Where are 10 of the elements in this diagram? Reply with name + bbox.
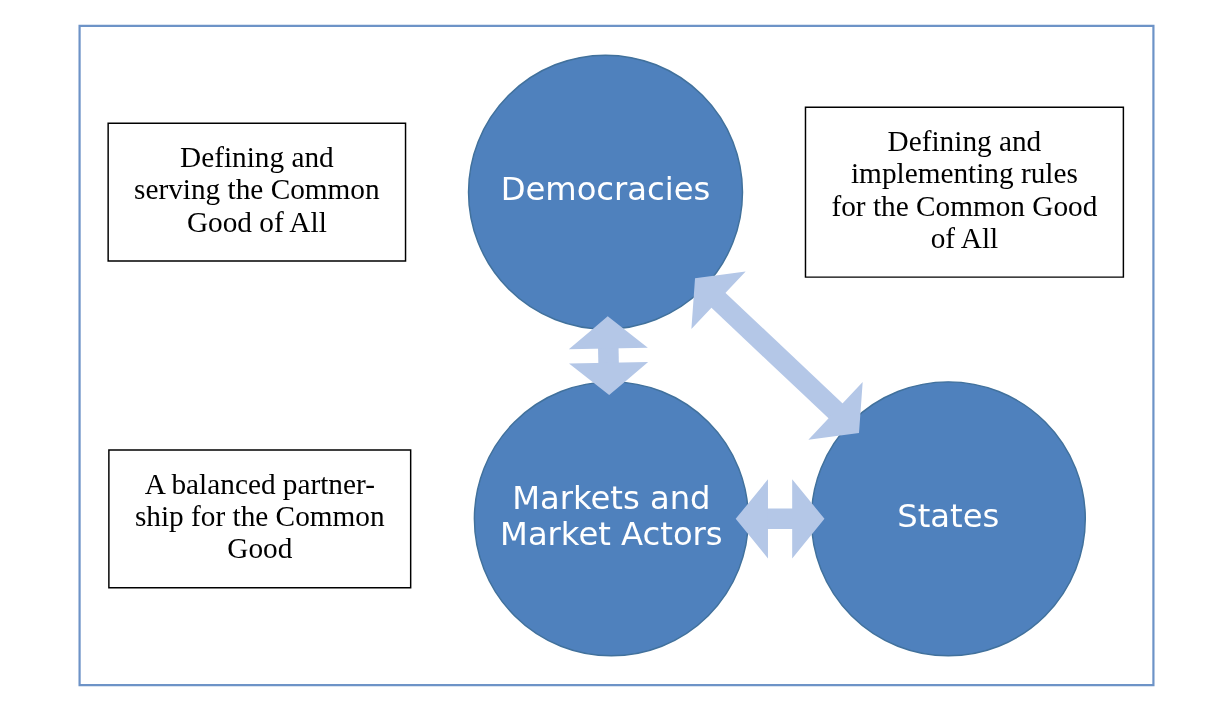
node-circle: Democracies [467,54,743,330]
cluster [78,24,1154,687]
arrow [568,316,648,396]
node-circle: Markets and Market Actors [473,381,749,657]
node-box: Defining and serving the Common Good of All [106,122,406,262]
node-box: Defining and implementing rules for the Common Good of All [804,106,1124,278]
node-circle: States [810,381,1086,657]
arrow [735,479,824,559]
arrow [690,271,863,440]
node-box: A balanced partner- ship for the Common Good [107,449,411,589]
